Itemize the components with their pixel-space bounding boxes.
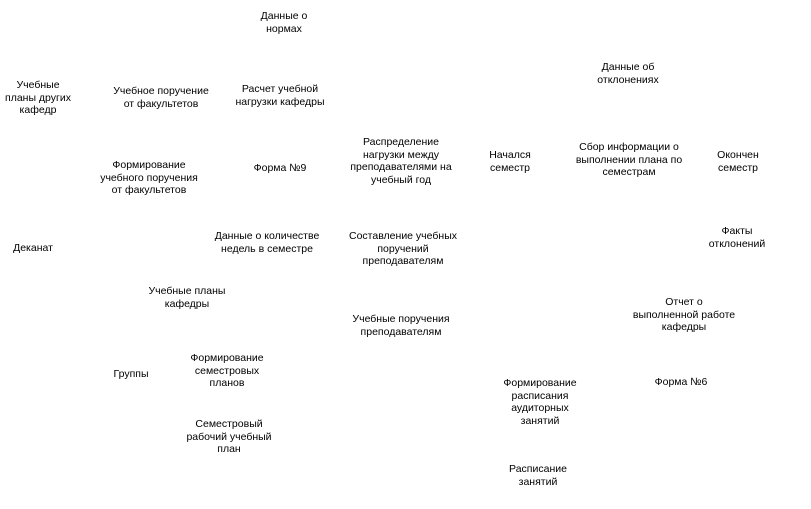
- node-form-9: Форма №9: [253, 162, 307, 174]
- node-plan-execution-info-collection: Сбор информации о выполнении плана по се…: [575, 141, 683, 179]
- node-teaching-assignment-formation: Формирование учебного поручения от факул…: [100, 159, 198, 197]
- node-teacher-assignments: Учебные поручения преподавателям: [352, 313, 450, 338]
- node-weeks-in-semester-data: Данные о количестве недель в семестре: [214, 230, 320, 255]
- node-semester-started: Начался семестр: [489, 149, 531, 174]
- node-semester-work-plan: Семестровый рабочий учебный план: [186, 418, 272, 456]
- node-semester-ended: Окончен семестр: [717, 149, 759, 174]
- node-department-curricula: Учебные планы кафедры: [148, 285, 226, 310]
- node-teaching-assignment-from-faculties: Учебное поручение от факультетов: [113, 85, 209, 110]
- node-deviation-facts: Факты отклонений: [708, 225, 766, 250]
- node-department-load-calculation: Расчет учебной нагрузки кафедры: [235, 83, 325, 108]
- node-deviation-data: Данные об отклонениях: [597, 61, 659, 86]
- node-form-6: Форма №6: [654, 376, 708, 388]
- node-department-work-report: Отчет о выполненной работе кафедры: [632, 296, 736, 334]
- node-class-schedule-formation: Формирование расписания аудиторных занят…: [503, 377, 577, 427]
- node-teacher-assignments-compilation: Составление учебных поручений преподават…: [349, 230, 457, 268]
- node-semester-plans-formation: Формирование семестровых планов: [190, 352, 264, 390]
- node-load-distribution: Распределение нагрузки между преподавате…: [350, 136, 452, 186]
- node-curricula-other-departments: Учебные планы других кафедр: [5, 79, 71, 117]
- node-groups: Группы: [113, 368, 149, 380]
- node-data-about-norms: Данные о нормах: [260, 10, 308, 35]
- node-class-schedule: Расписание занятий: [509, 463, 567, 488]
- node-deans-office: Деканат: [13, 242, 53, 254]
